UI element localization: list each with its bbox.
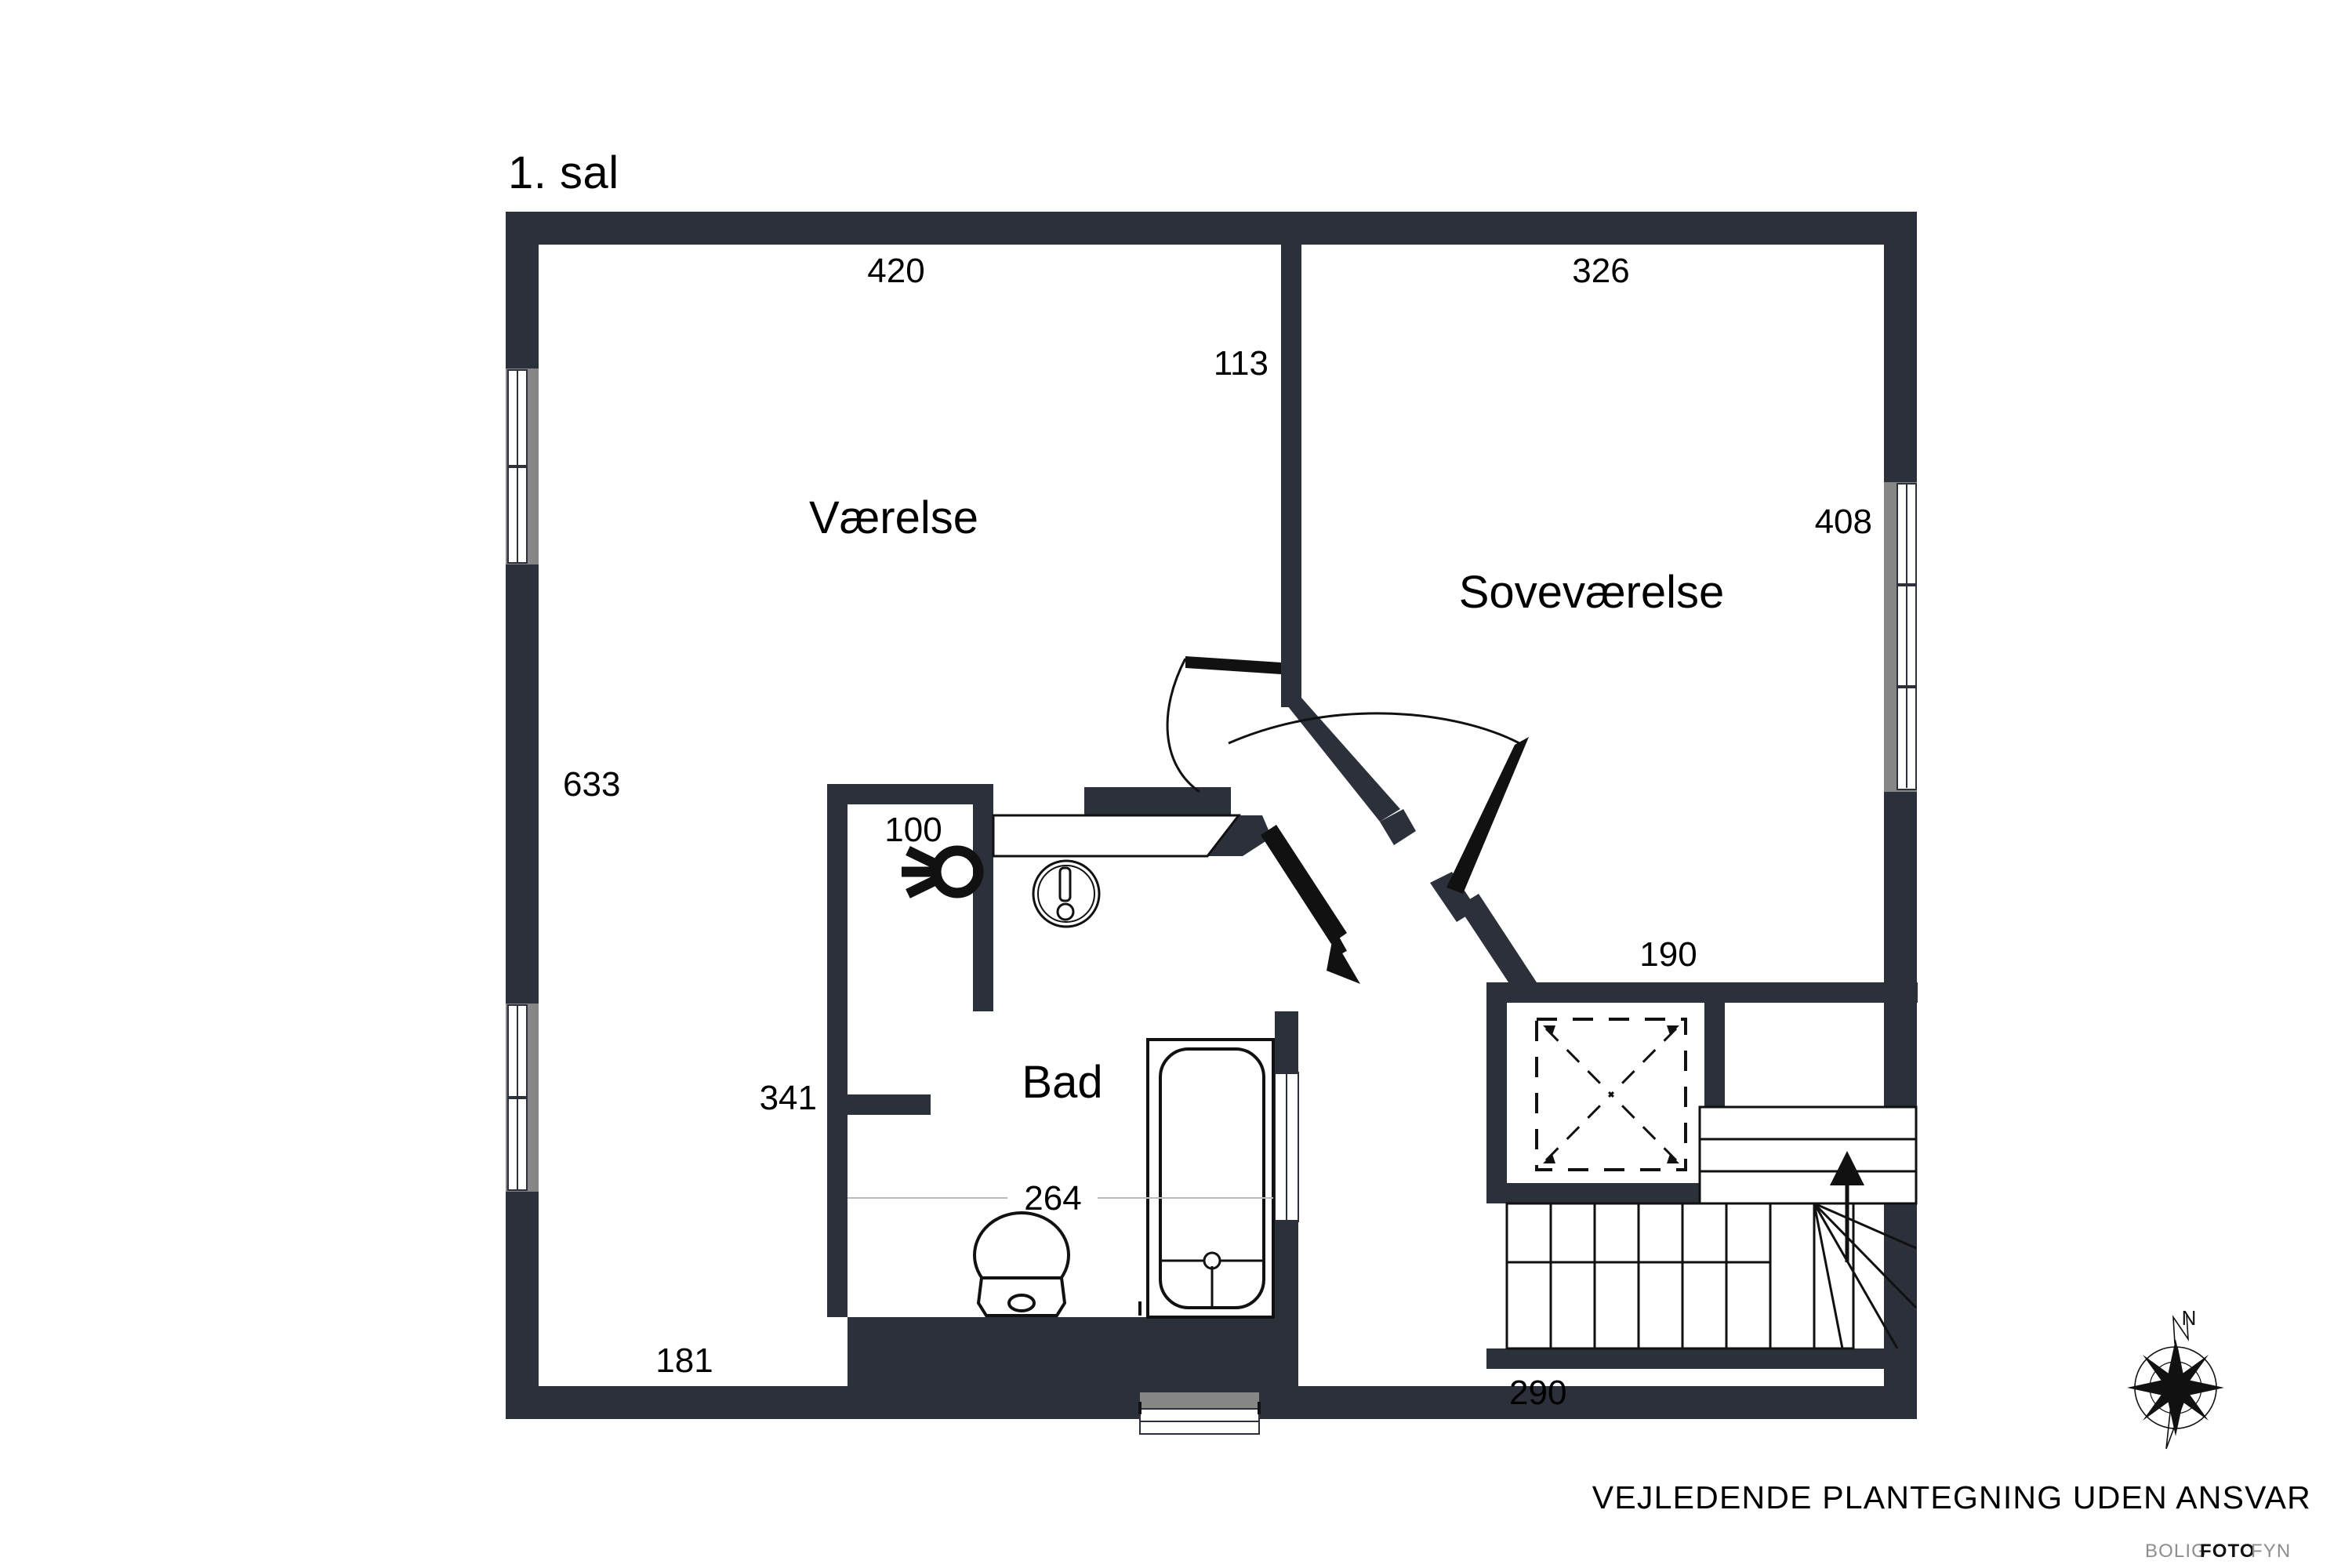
bathtub: [1146, 1038, 1275, 1319]
dimension-408: 408: [1815, 503, 1872, 541]
dimension-264: 264: [1024, 1179, 1081, 1218]
dimension-420: 420: [867, 252, 924, 290]
door-bath-sliding: [1261, 825, 1360, 984]
dimension-113: 113: [1214, 344, 1269, 383]
room-label-bad: Bad: [1022, 1057, 1102, 1108]
dimension-190: 190: [1639, 935, 1697, 974]
brand-logo: BOLIG FOTO FYN: [2145, 1541, 2291, 1562]
dimension-290: 290: [1509, 1374, 1566, 1412]
dimension-181: 181: [655, 1341, 713, 1380]
brand-part-bolig: BOLIG: [2145, 1541, 2207, 1562]
dimension-326: 326: [1572, 252, 1629, 290]
wall-lamp-icon: [902, 845, 984, 898]
closet-with-cross: [1535, 1018, 1687, 1171]
window-left-lower: [506, 1004, 539, 1192]
dimension-341: 341: [760, 1079, 817, 1117]
compass-north-label: N: [2182, 1306, 2197, 1330]
door-sovevaerelse: [1228, 712, 1529, 894]
window-bath-right: [1274, 1072, 1299, 1222]
footer-disclaimer: VEJLEDENDE PLANTEGNING UDEN ANSVAR: [1592, 1479, 2311, 1515]
room-label-sovevaerelse: Soveværelse: [1459, 567, 1724, 618]
compass-rose-icon: [2127, 1313, 2224, 1450]
room-label-vaerelse: Værelse: [809, 492, 978, 543]
washbasin: [1032, 859, 1101, 928]
staircase: [1505, 1105, 1918, 1350]
window-right: [1884, 482, 1917, 792]
window-left-upper: [506, 368, 539, 564]
toilet: [973, 1211, 1070, 1317]
vanity-counter: [992, 814, 1242, 858]
dimension-633: 633: [563, 765, 620, 804]
brand-part-foto: FOTO: [2200, 1541, 2256, 1562]
brand-part-fyn: FYN: [2251, 1541, 2291, 1562]
door-vaerelse: [1166, 656, 1281, 793]
floor-title: 1. sal: [508, 147, 619, 198]
dimension-100: 100: [884, 811, 942, 849]
